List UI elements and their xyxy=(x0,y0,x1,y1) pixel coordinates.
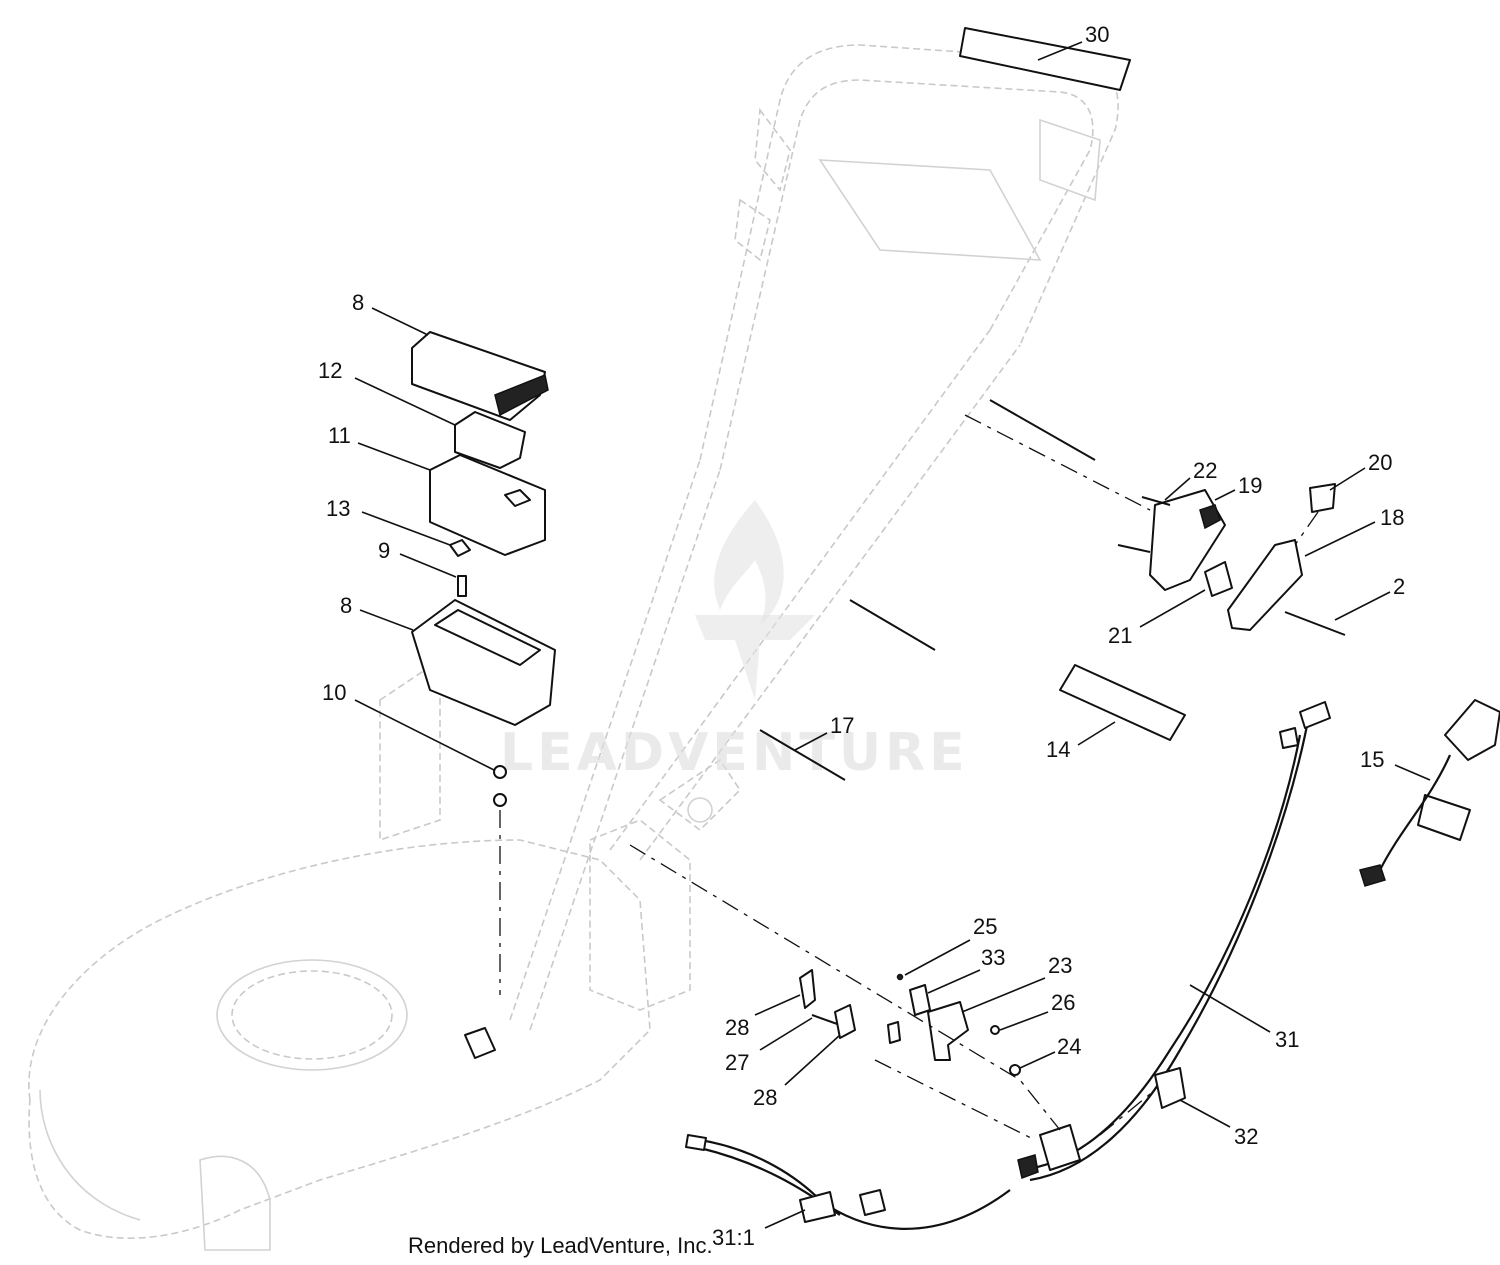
callout-8-cover: 8 xyxy=(352,290,364,315)
part-wire-harness-31-1 xyxy=(685,1134,1011,1230)
part-decal-14 xyxy=(1059,664,1186,741)
callout-10: 10 xyxy=(322,680,346,705)
callout-28-lower: 28 xyxy=(753,1085,777,1110)
callout-18: 18 xyxy=(1380,505,1404,530)
part-deck-clip xyxy=(464,1027,496,1059)
callout-9: 9 xyxy=(378,538,390,563)
callout-30: 30 xyxy=(1085,22,1109,47)
part-screw-9 xyxy=(457,575,467,597)
part-switch-housing-19 xyxy=(1149,489,1226,591)
callout-2: 2 xyxy=(1393,574,1405,599)
callout-31-1: 31:1 xyxy=(712,1225,755,1250)
part-wire-harness-31 xyxy=(1017,701,1331,1182)
part-decal-30 xyxy=(959,27,1131,91)
callout-19: 19 xyxy=(1238,473,1262,498)
callout-33: 33 xyxy=(981,945,1005,970)
part-washer-10b xyxy=(493,793,507,807)
callout-22: 22 xyxy=(1193,458,1217,483)
part-screw-22a xyxy=(1141,496,1171,506)
part-switch-33 xyxy=(909,984,931,1016)
watermark-text: LEADVENTURE xyxy=(500,723,969,783)
callout-20: 20 xyxy=(1368,450,1392,475)
callout-15: 15 xyxy=(1360,747,1384,772)
callout-11: 11 xyxy=(328,423,351,448)
part-spring-27 xyxy=(811,1014,841,1026)
watermark: LEADVENTURE xyxy=(500,500,969,783)
part-battery-tray-8 xyxy=(411,599,556,726)
part-pin-25 xyxy=(896,973,904,981)
callout-23: 23 xyxy=(1048,953,1072,978)
part-foam-pad-12 xyxy=(454,411,526,469)
callout-12: 12 xyxy=(318,358,342,383)
part-clip-28a xyxy=(799,969,816,1009)
callout-24: 24 xyxy=(1057,1034,1081,1059)
part-screw-22b xyxy=(1117,544,1151,553)
callout-14: 14 xyxy=(1046,737,1070,762)
part-cover-18 xyxy=(1227,539,1303,631)
part-rod-upper xyxy=(989,399,1096,461)
part-rod-middle xyxy=(849,599,936,651)
leader-lines xyxy=(354,41,1431,1229)
part-rod-17 xyxy=(759,729,846,781)
part-switch-21 xyxy=(1204,561,1233,597)
callout-27: 27 xyxy=(725,1050,749,1075)
callout-28-upper: 28 xyxy=(725,1015,749,1040)
part-bracket-23 xyxy=(927,1001,969,1061)
part-battery-11 xyxy=(429,454,546,556)
part-bolt-24 xyxy=(1009,1064,1021,1076)
callout-31: 31 xyxy=(1275,1027,1299,1052)
callout-26: 26 xyxy=(1051,990,1075,1015)
part-clip-28b xyxy=(834,1004,856,1039)
callout-labels: 30 8 12 11 13 9 8 10 22 19 20 18 2 21 17… xyxy=(318,22,1405,1250)
part-bolt-2 xyxy=(1284,611,1346,636)
render-credit: Rendered by LeadVenture, Inc. xyxy=(408,1233,713,1258)
part-battery-cover-8 xyxy=(411,331,549,421)
part-nut-26 xyxy=(990,1025,1000,1035)
callout-21: 21 xyxy=(1108,623,1132,648)
part-cap-20 xyxy=(1309,483,1336,513)
part-charger-15 xyxy=(1359,699,1500,887)
callout-32: 32 xyxy=(1234,1124,1258,1149)
callout-25: 25 xyxy=(973,914,997,939)
callout-8-tray: 8 xyxy=(340,593,352,618)
part-fuse-13 xyxy=(449,539,471,557)
callout-13: 13 xyxy=(326,496,350,521)
callout-17: 17 xyxy=(830,713,854,738)
part-clip-33b xyxy=(887,1021,901,1044)
part-relay-32 xyxy=(1154,1067,1186,1109)
part-washer-10a xyxy=(493,765,507,779)
mower-ghost xyxy=(28,44,1119,1251)
